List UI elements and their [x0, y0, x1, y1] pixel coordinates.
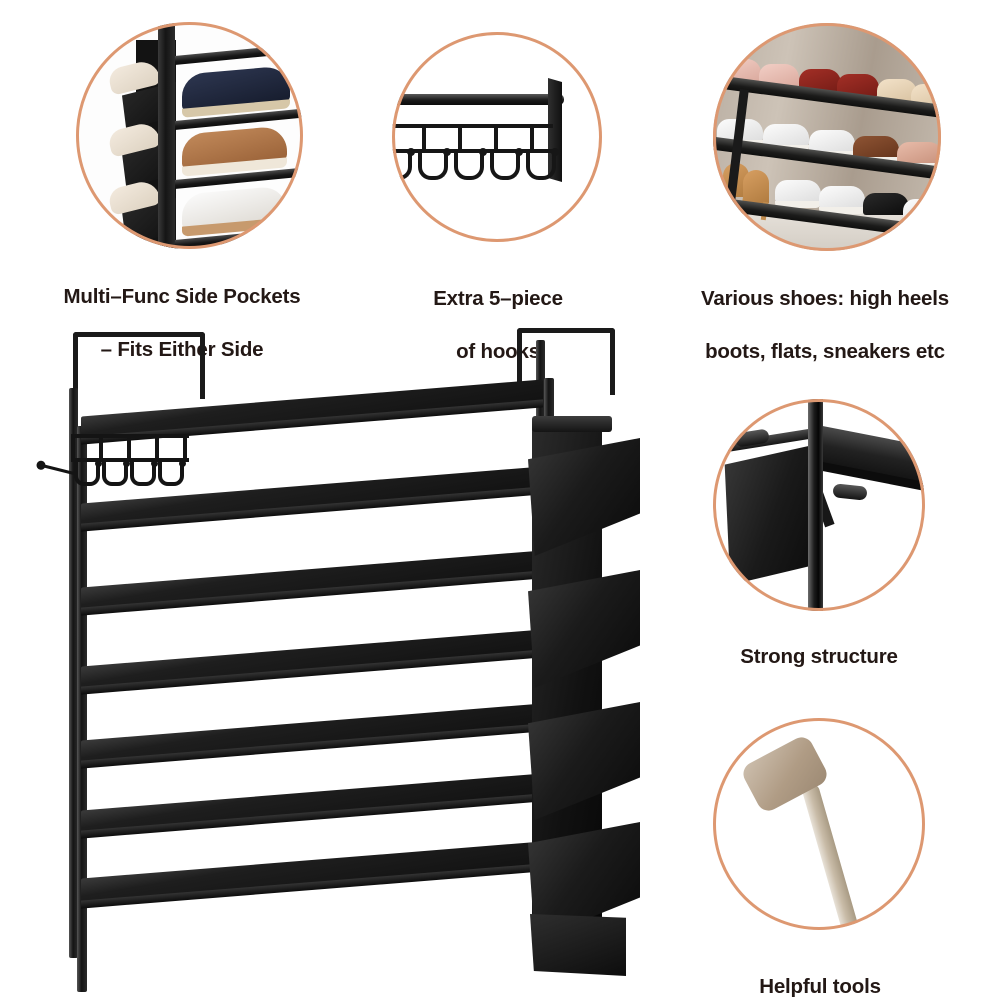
- hook-bar-divider: [127, 434, 131, 458]
- hook-bar-divider: [458, 124, 462, 152]
- caption-helpful-tools: Helpful tools: [690, 948, 950, 1000]
- red-pump: [799, 69, 841, 91]
- main-product-shoe-rack: [41, 328, 640, 992]
- rack-upright-post: [808, 399, 823, 611]
- black-sneaker: [863, 193, 909, 215]
- hook-bar-frame: [392, 124, 553, 128]
- hook: [392, 148, 415, 180]
- shelf-board: [162, 42, 303, 67]
- top-back-guard-right: [517, 328, 615, 395]
- caption-hooks: Extra 5–piece of hooks: [368, 260, 628, 391]
- hook: [130, 460, 158, 486]
- hook-bar-divider: [71, 434, 75, 458]
- hooks-scene: [392, 32, 602, 242]
- caption-various-shoes: Various shoes: high heels boots, flats, …: [645, 260, 1000, 391]
- helpful-tools-scene: [713, 718, 925, 930]
- caption-line-2: boots, flats, sneakers etc: [705, 339, 945, 363]
- rack-tier: [81, 379, 543, 445]
- cream-pump: [911, 84, 941, 106]
- hook-bar-divider: [183, 434, 187, 458]
- rack-side-pockets: [520, 416, 650, 976]
- white-sneaker: [819, 186, 865, 214]
- high-heel: [743, 170, 769, 204]
- white-sneaker: [775, 180, 821, 208]
- hook-bar-divider: [494, 124, 498, 152]
- top-back-guard-left: [73, 332, 205, 399]
- various-shoes-scene: [713, 23, 941, 251]
- rack-tier: [81, 550, 543, 616]
- hook: [158, 460, 186, 486]
- rack-post-left-front: [77, 426, 87, 992]
- brown-sneaker: [853, 136, 899, 164]
- caption-strong-structure: Strong structure: [688, 618, 950, 697]
- caption-line-1: Various shoes: high heels: [701, 287, 949, 311]
- feature-image-helpful-tools: [713, 718, 925, 930]
- feature-image-strong-structure: [713, 399, 925, 611]
- white-sneaker: [809, 130, 855, 158]
- pocket-hanging-tab: [532, 416, 612, 432]
- hook-bar-rail: [392, 94, 564, 105]
- rail-connector-cap: [832, 483, 868, 501]
- mallet-handle: [801, 783, 862, 930]
- caption-line-2: of hooks: [456, 339, 540, 363]
- cream-pump: [877, 79, 917, 101]
- tan-sneaker: [182, 125, 287, 169]
- fabric-panel: [724, 445, 813, 585]
- rack-post-left-back: [69, 388, 78, 958]
- pink-flat: [721, 59, 761, 81]
- hook-bar-divider: [422, 124, 426, 152]
- caption-line-1: Extra 5–piece: [433, 287, 563, 311]
- caption-line-1: Multi–Func Side Pockets: [63, 285, 301, 309]
- white-sneaker: [903, 199, 941, 221]
- rack-hook-bar: [41, 434, 196, 490]
- hook: [74, 460, 102, 486]
- rack-tier: [81, 841, 543, 909]
- hook-bar-divider: [530, 124, 534, 152]
- hook-bar-divider: [99, 434, 103, 458]
- navy-sneaker: [182, 65, 290, 111]
- red-pump: [837, 74, 879, 96]
- caption-line-1: Strong structure: [740, 645, 898, 669]
- hook: [102, 460, 130, 486]
- pocket-bottom-flap: [530, 914, 626, 976]
- feature-image-hooks: [392, 32, 602, 242]
- rack-tier: [81, 629, 543, 695]
- rack-tier: [81, 703, 543, 769]
- hook: [418, 148, 451, 180]
- hook: [490, 148, 523, 180]
- pink-flat: [759, 64, 799, 86]
- hook: [526, 148, 559, 180]
- hook-bar-frame: [71, 458, 189, 462]
- rack-upright-post: [158, 22, 175, 249]
- feature-image-side-pockets: [76, 22, 303, 249]
- caption-line-1: Helpful tools: [759, 975, 881, 999]
- hook: [454, 148, 487, 180]
- pink-sneaker: [897, 142, 941, 170]
- rack-tier: [81, 773, 543, 839]
- white-sneaker: [182, 185, 287, 229]
- feature-image-various-shoes: [713, 23, 941, 251]
- white-sneaker: [763, 124, 809, 152]
- side-pockets-scene: [76, 22, 303, 249]
- strong-structure-scene: [713, 399, 925, 611]
- hook-bar-divider: [155, 434, 159, 458]
